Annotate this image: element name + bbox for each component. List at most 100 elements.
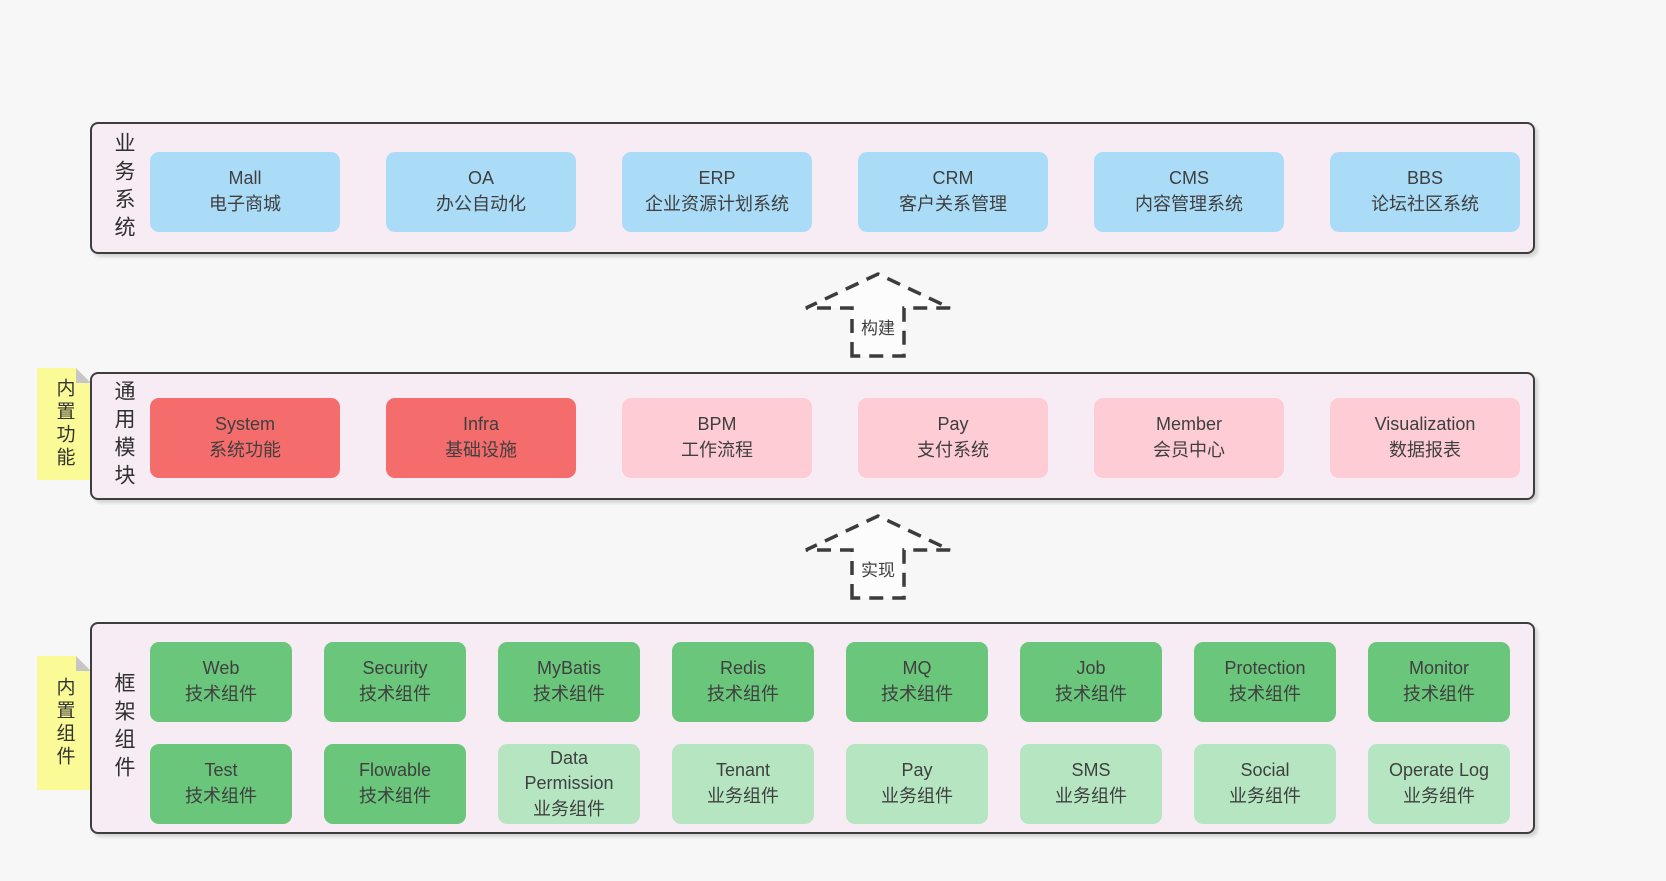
box-subtitle: 论坛社区系统 [1371,194,1479,214]
box-subtitle: 办公自动化 [436,194,526,214]
box-subtitle: 技术组件 [707,684,779,704]
box-redis: Redis 技术组件 [672,642,814,722]
box-title: CRM [932,168,974,189]
box-subtitle: 业务组件 [1229,786,1301,806]
arrow-implement: 实现 [798,510,958,602]
box-subtitle: 技术组件 [881,684,953,704]
box-subtitle: 会员中心 [1153,440,1225,460]
sticky-fold-corner-icon [76,656,91,671]
box-subtitle: 技术组件 [359,684,431,704]
arrow-build: 构建 [798,268,958,360]
panel-modules-label: 通用模块 [112,380,135,492]
box-subtitle: 技术组件 [1229,684,1301,704]
box-title: Web [202,658,240,679]
panel-business-systems: 业务系统 Mall 电子商城 OA 办公自动化 ERP 企业资源计划系统 CRM… [90,122,1535,254]
box-pay-module: Pay 支付系统 [858,398,1048,478]
box-subtitle: 业务组件 [1403,786,1475,806]
box-erp: ERP 企业资源计划系统 [622,152,812,232]
arrow-up-dashed-icon [805,514,951,600]
sticky-fold-corner-icon [76,368,91,383]
box-subtitle: 数据报表 [1389,440,1461,460]
box-subtitle: 业务组件 [533,798,605,819]
box-title: Security [362,658,428,679]
box-pay-component: Pay 业务组件 [846,744,988,824]
sticky-note-builtin-components: 内置组件 [37,656,91,790]
box-title: MQ [902,658,932,679]
sticky-label: 内置功能 [53,378,75,470]
box-mybatis: MyBatis 技术组件 [498,642,640,722]
box-title: Mall [228,168,262,189]
box-title: Pay [937,414,969,435]
box-title: Protection [1224,658,1306,679]
box-subtitle: 业务组件 [707,786,779,806]
box-oa: OA 办公自动化 [386,152,576,232]
box-subtitle: 基础设施 [445,440,517,460]
box-system: System 系统功能 [150,398,340,478]
panel-business-label: 业务系统 [112,132,135,244]
box-subtitle: 技术组件 [1403,684,1475,704]
box-visualization: Visualization 数据报表 [1330,398,1520,478]
sticky-note-builtin-features: 内置功能 [37,368,91,480]
box-mq: MQ 技术组件 [846,642,988,722]
panel-framework-label: 框架组件 [112,672,135,784]
box-title: Infra [462,414,500,435]
box-title: Monitor [1408,658,1470,679]
box-subtitle: 支付系统 [917,440,989,460]
box-subtitle: 内容管理系统 [1135,194,1243,214]
box-title: Tenant [715,760,771,781]
box-test: Test 技术组件 [150,744,292,824]
box-title: MyBatis [536,658,601,679]
box-crm: CRM 客户关系管理 [858,152,1048,232]
box-subtitle: 系统功能 [209,440,281,460]
box-subtitle: 工作流程 [681,440,753,460]
box-bpm: BPM 工作流程 [622,398,812,478]
box-subtitle: 业务组件 [1055,786,1127,806]
box-title: Test [204,760,238,781]
box-cms: CMS 内容管理系统 [1094,152,1284,232]
box-flowable: Flowable 技术组件 [324,744,466,824]
box-subtitle: 技术组件 [185,786,257,806]
box-title: Pay [901,760,933,781]
arrow-implement-label: 实现 [861,561,895,580]
box-title: Job [1076,658,1106,679]
box-title: Social [1240,760,1290,781]
sticky-label: 内置组件 [53,677,75,769]
arrow-up-dashed-icon [805,272,951,358]
box-monitor: Monitor 技术组件 [1368,642,1510,722]
box-title: OA [467,168,494,189]
box-title: BPM [697,414,737,435]
box-subtitle: 技术组件 [359,786,431,806]
box-infra: Infra 基础设施 [386,398,576,478]
box-title: Flowable [358,760,432,781]
box-subtitle: 电子商城 [209,194,281,214]
box-title: Operate Log [1388,760,1490,781]
box-title: Data Permission [524,747,614,794]
box-title: CMS [1169,168,1209,189]
box-subtitle: 业务组件 [881,786,953,806]
arrow-build-label: 构建 [861,319,895,338]
box-title: SMS [1071,760,1111,781]
box-subtitle: 技术组件 [185,684,257,704]
panel-framework-components: 框架组件 Web 技术组件 Security 技术组件 MyBatis 技术组件… [90,622,1535,834]
box-protection: Protection 技术组件 [1194,642,1336,722]
box-title: ERP [698,168,736,189]
box-sms: SMS 业务组件 [1020,744,1162,824]
box-member: Member 会员中心 [1094,398,1284,478]
box-subtitle: 客户关系管理 [899,194,1007,214]
box-title: Visualization [1374,414,1476,435]
box-title: BBS [1406,168,1444,189]
box-job: Job 技术组件 [1020,642,1162,722]
box-subtitle: 企业资源计划系统 [645,194,789,214]
box-bbs: BBS 论坛社区系统 [1330,152,1520,232]
box-title: Redis [719,658,767,679]
panel-common-modules: 通用模块 System 系统功能 Infra 基础设施 BPM 工作流程 Pay… [90,372,1535,500]
box-data-permission: Data Permission 业务组件 [498,744,640,824]
box-operate-log: Operate Log 业务组件 [1368,744,1510,824]
box-security: Security 技术组件 [324,642,466,722]
box-tenant: Tenant 业务组件 [672,744,814,824]
box-mall: Mall 电子商城 [150,152,340,232]
box-social: Social 业务组件 [1194,744,1336,824]
box-web: Web 技术组件 [150,642,292,722]
box-title: System [214,414,275,435]
